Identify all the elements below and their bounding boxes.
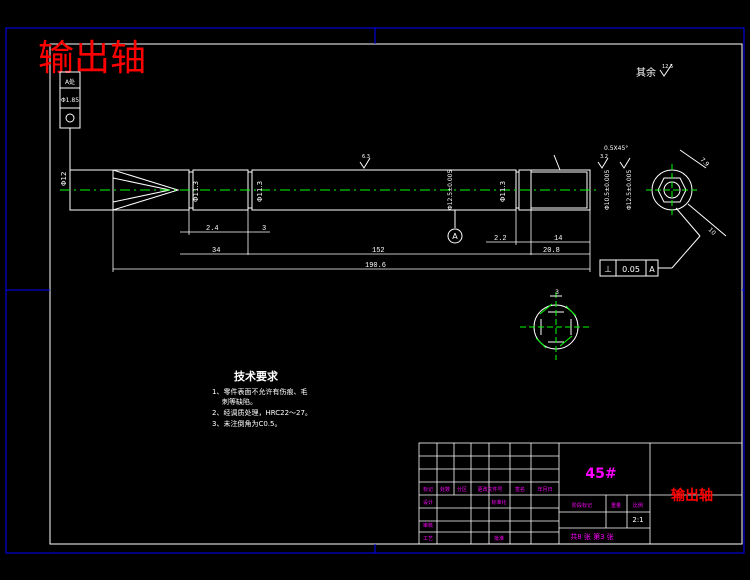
dia-groove2: Φ11.3 (499, 181, 507, 202)
dim-2-4: 2.4 (206, 225, 219, 233)
dimension-lines (112, 210, 591, 272)
dim-total: 190.6 (365, 262, 386, 270)
side-top-dim: 7.9 (699, 156, 711, 168)
callout-top-text: A处 (65, 78, 75, 86)
chamfer-note: 0.5X45° (604, 145, 628, 152)
callout-mid-text: Φ1.85 (61, 97, 79, 104)
roughness-main: 6.3 (362, 154, 370, 160)
tb-stage-label: 比例 (633, 502, 643, 509)
tech-req-title: 技术要求 (234, 369, 279, 383)
roughness-symbol (359, 157, 371, 169)
tb-left-label: 审核 (423, 522, 433, 529)
tb-header: 标记 (423, 486, 433, 493)
tech-req-item: 3、未注倒角为C0.5。 (212, 419, 281, 428)
tolerance-symbol: ⊥ (604, 265, 612, 275)
outer-frame (5, 27, 745, 554)
tb-left-label: 工艺 (423, 536, 433, 542)
dia-main: Φ12.5±0.005 (447, 170, 454, 210)
material: 45# (585, 466, 616, 482)
side-r-dim: 10 (707, 226, 717, 236)
end-view (646, 149, 727, 237)
tb-row-label: 标准化 (491, 499, 506, 506)
dia-right2: Φ12.5±0.005 (626, 170, 633, 210)
dia-left: Φ12 (60, 172, 68, 186)
dim-14: 14 (554, 235, 562, 243)
dim-3: 3 (262, 225, 266, 233)
tb-header: 分区 (457, 486, 467, 493)
dim-34: 34 (212, 247, 220, 255)
datum-label: A (452, 232, 458, 241)
callout-circle (65, 113, 75, 123)
dia-right: Φ10.5±0.005 (604, 170, 611, 210)
tolerance-value: 0.05 (622, 265, 640, 274)
tb-header: 年月日 (537, 486, 552, 493)
tech-req-item: 刺等缺陷。 (222, 397, 257, 406)
scale: 2:1 (632, 516, 643, 524)
spline-width-dim: 3 (555, 289, 559, 296)
roughness-groove: 3.2 (600, 154, 608, 160)
tb-row-label: 设计 (423, 499, 433, 506)
tolerance-datum: A (649, 265, 655, 274)
tb-header: 签名 (515, 486, 525, 493)
title-block (418, 442, 743, 545)
surface-note-label: 其余 (636, 66, 656, 79)
tb-stage-label: 阶段标记 (572, 502, 592, 509)
dia-mid: Φ11.3 (256, 181, 264, 202)
sheet-count: 共8 张 第3 张 (570, 532, 614, 541)
roughness-symbol (619, 157, 631, 169)
drawing-title: 输出轴 (38, 38, 146, 79)
tech-req-item: 1、零件表面不允许有伤痕、毛 (212, 387, 307, 396)
roughness-symbol (659, 63, 673, 77)
spline-section (520, 292, 590, 360)
surface-note-value: 12.5 (662, 64, 673, 70)
tb-header: 更改文件号 (477, 486, 502, 493)
roughness-symbol (597, 157, 609, 169)
tb-left-label: 批准 (494, 535, 504, 542)
inner-frame (49, 43, 743, 545)
datum-circle (447, 228, 463, 244)
tb-header: 处数 (440, 486, 450, 493)
dim-2-2: 2.2 (494, 235, 507, 243)
dim-152: 152 (372, 247, 385, 255)
tech-req-item: 2、经调质处理，HRC22～27。 (212, 408, 312, 417)
dim-20-8: 20.8 (543, 247, 560, 255)
part-name: 输出轴 (671, 487, 713, 504)
tb-stage-label: 重量 (611, 502, 621, 509)
dia-groove1: Φ11.3 (192, 181, 200, 202)
